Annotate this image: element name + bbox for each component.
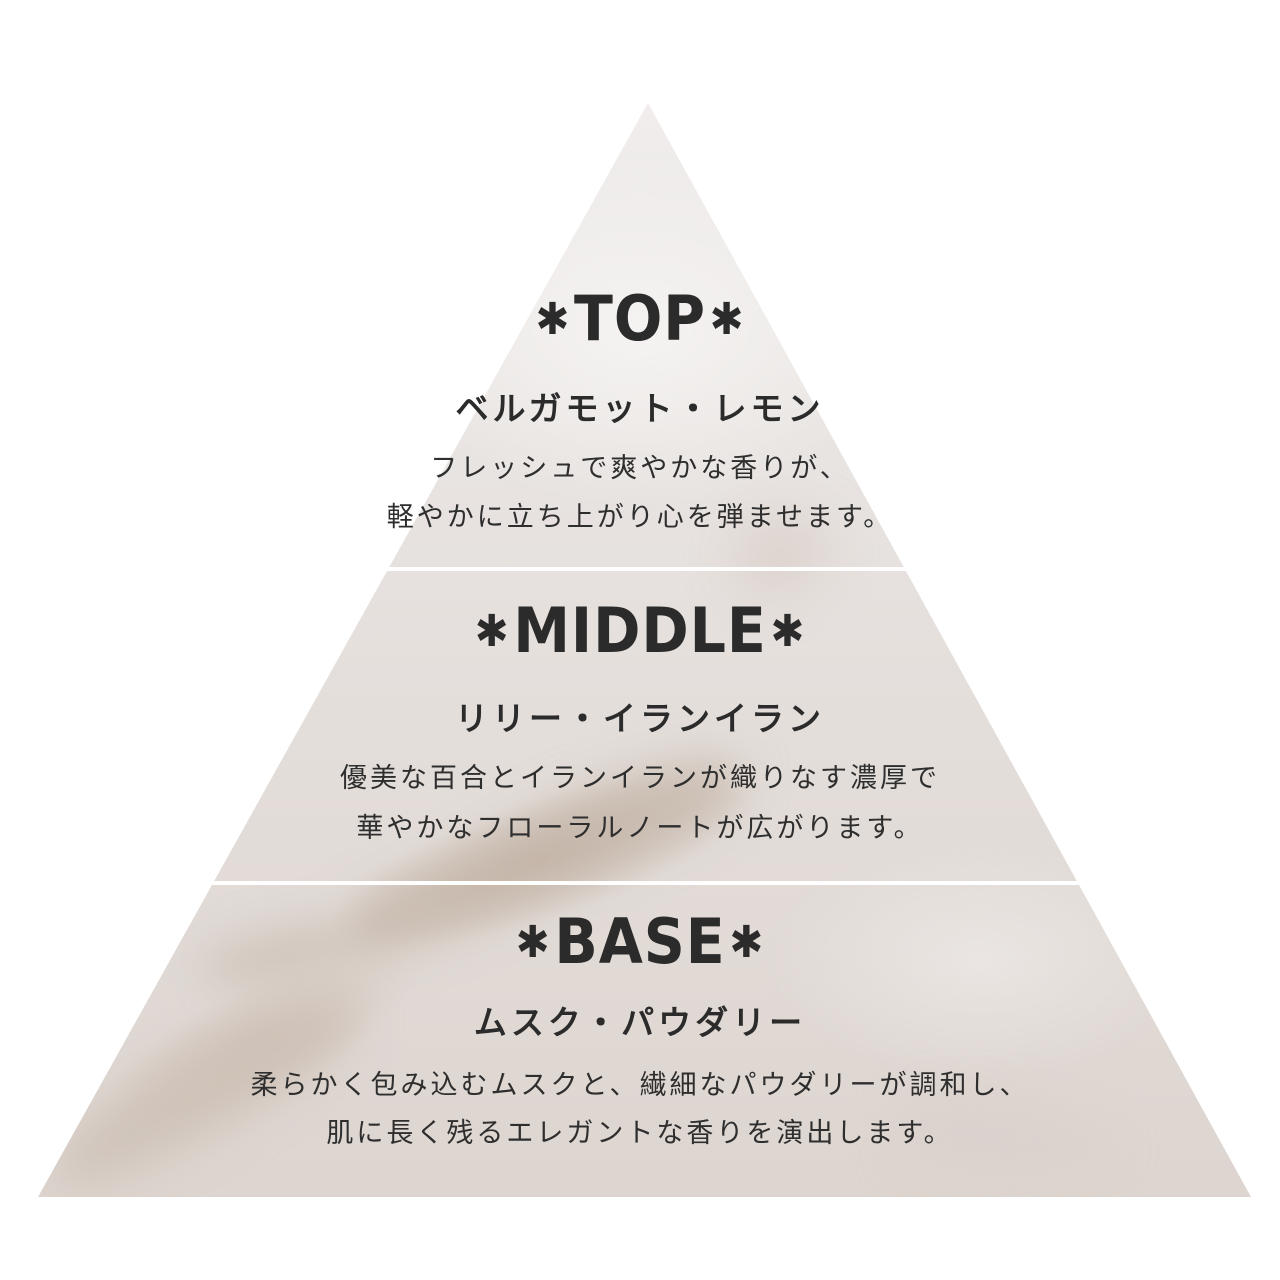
layer-middle-heading: ✱MIDDLE✱ — [51, 600, 1229, 662]
layer-middle-description-line: 華やかなフローラルノートが広がります。 — [356, 813, 924, 844]
layer-middle-notes: リリー・イランイラン — [455, 699, 825, 738]
layer-base-heading: ✱BASE✱ — [51, 911, 1229, 973]
layer-top-title: TOP — [574, 282, 706, 355]
asterisk-flower-icon: ✱ — [535, 294, 571, 345]
layer-top-description-line: 軽やかに立ち上がり心を弾ませます。 — [386, 502, 894, 533]
layer-base-notes: ムスク・パウダリー — [473, 1003, 807, 1042]
layer-base-title: BASE — [554, 905, 726, 978]
asterisk-flower-icon: ✱ — [474, 606, 510, 657]
layer-middle-description-line: 優美な百合とイランイランが織りなす濃厚で — [340, 763, 940, 794]
layer-top-description-line: フレッシュで爽やかな香りが、 — [430, 453, 850, 484]
layer-top-heading: ✱TOP✱ — [51, 288, 1229, 350]
layer-top-notes: ベルガモット・レモン — [455, 389, 825, 428]
layer-base-description-line: 肌に長く残るエレガントな香りを演出します。 — [326, 1118, 954, 1149]
layer-base-description-line: 柔らかく包み込むムスクと、繊細なパウダリーが調和し、 — [250, 1070, 1030, 1101]
asterisk-flower-icon: ✱ — [515, 917, 551, 968]
layer-middle-title: MIDDLE — [513, 594, 767, 667]
asterisk-flower-icon: ✱ — [729, 917, 765, 968]
asterisk-flower-icon: ✱ — [770, 606, 806, 657]
asterisk-flower-icon: ✱ — [709, 294, 745, 345]
